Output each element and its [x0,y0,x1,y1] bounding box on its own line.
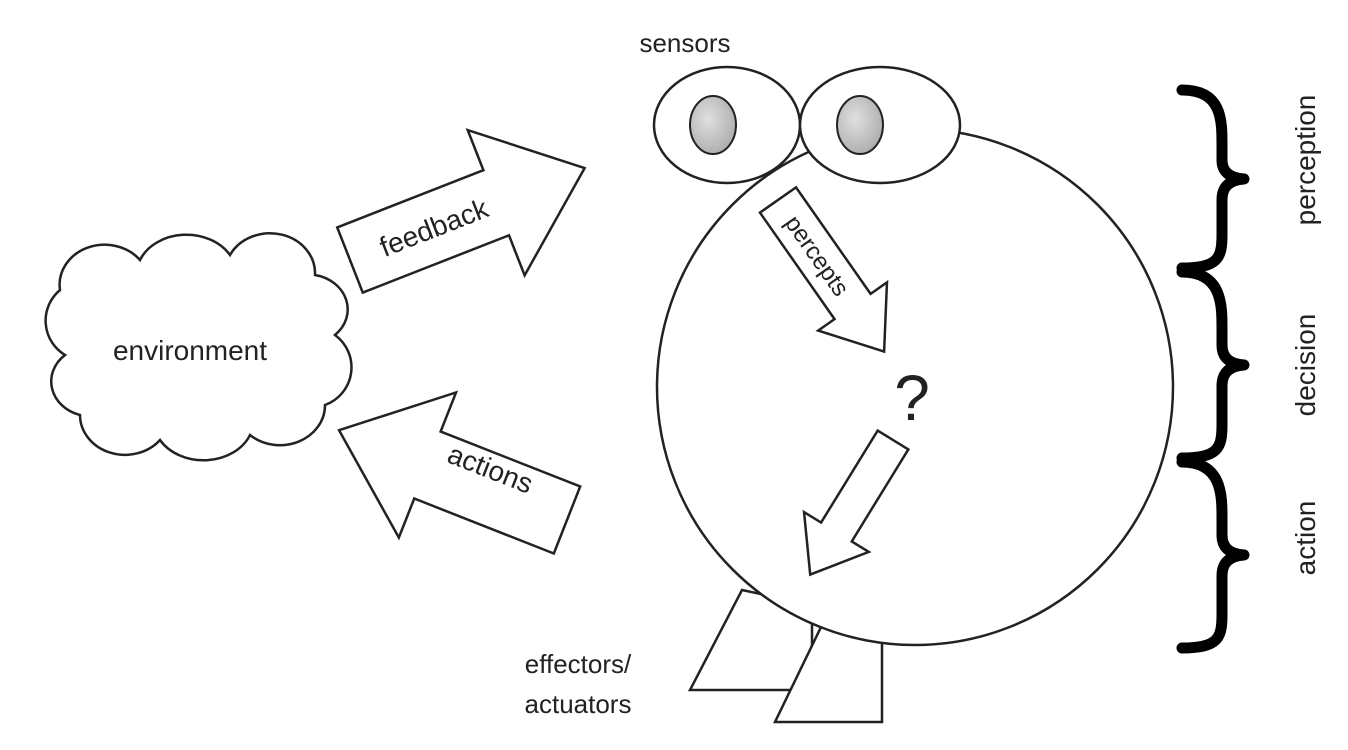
sensor-eye-right [798,65,962,185]
decision-label: decision [1290,314,1321,417]
feedback-arrow: feedback [335,128,587,295]
decision-brace [1176,266,1250,464]
sensor-eye-left [652,65,802,185]
action-arrow [802,428,911,577]
actions-arrow: actions [337,390,582,556]
effectors-label-line1: effectors/ [525,649,632,679]
sensors-label: sensors [639,28,730,58]
environment-label: environment [113,335,267,366]
action-brace [1176,456,1250,654]
effectors-label-line2: actuators [525,689,632,719]
environment-cloud [44,232,353,462]
perception-brace [1176,84,1250,274]
decision-question-mark: ? [894,362,930,434]
perception-label: perception [1290,95,1321,226]
action-label: action [1290,501,1321,576]
